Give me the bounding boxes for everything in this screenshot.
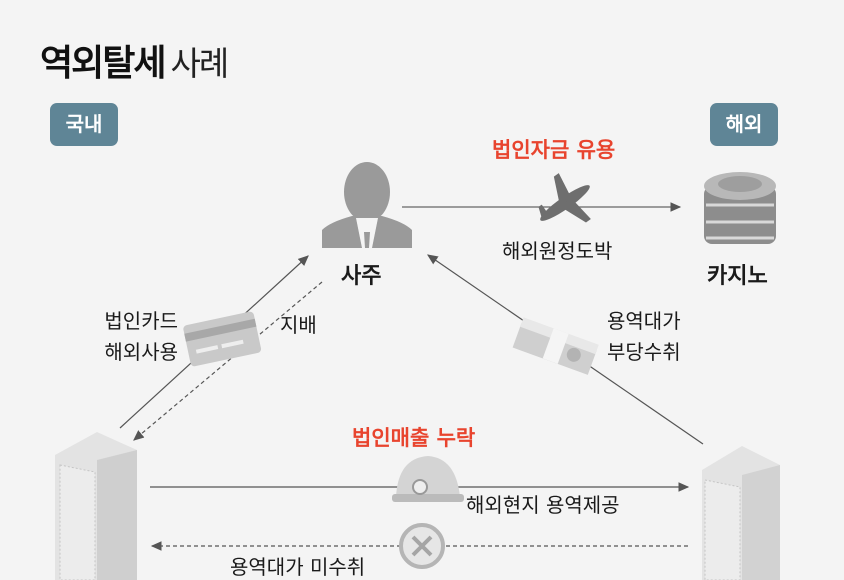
label-gambling-abroad: 해외원정도박 xyxy=(502,239,613,263)
arrow-owner-controls-company xyxy=(133,281,323,441)
label-corporate-card: 법인카드 해외사용 xyxy=(88,306,178,368)
label-service-provision: 해외현지 용역제공 xyxy=(466,493,620,517)
label-unfair-fee-line2: 부당수취 xyxy=(607,340,681,364)
label-fee-not-received: 용역대가 미수취 xyxy=(230,555,366,579)
headline-fund-misuse: 법인자금 유용 xyxy=(492,138,616,162)
label-control: 지배 xyxy=(280,313,317,337)
title-bold: 역외탈세 xyxy=(40,43,166,84)
businessman-icon xyxy=(322,162,412,248)
headline-sales-omission: 법인매출 누락 xyxy=(352,426,476,450)
title-light: 사례 xyxy=(170,44,229,83)
credit-card-icon xyxy=(183,311,262,367)
badge-overseas: 해외 xyxy=(710,103,778,146)
cash-stack-icon xyxy=(512,317,599,375)
airplane-icon xyxy=(538,173,591,223)
overseas-company-building-icon xyxy=(702,446,780,580)
domestic-company-building-icon xyxy=(55,432,137,580)
label-corporate-card-line1: 법인카드 xyxy=(104,309,178,333)
owner-label: 사주 xyxy=(341,264,382,289)
badge-domestic: 국내 xyxy=(50,103,118,146)
casino-chips-icon xyxy=(704,172,776,244)
casino-label: 카지노 xyxy=(707,264,768,289)
label-unfair-fee: 용역대가 부당수취 xyxy=(607,306,681,368)
not-received-x-icon xyxy=(399,523,445,569)
label-corporate-card-line2: 해외사용 xyxy=(104,340,178,364)
hard-hat-icon xyxy=(392,456,464,502)
label-unfair-fee-line1: 용역대가 xyxy=(607,309,681,333)
